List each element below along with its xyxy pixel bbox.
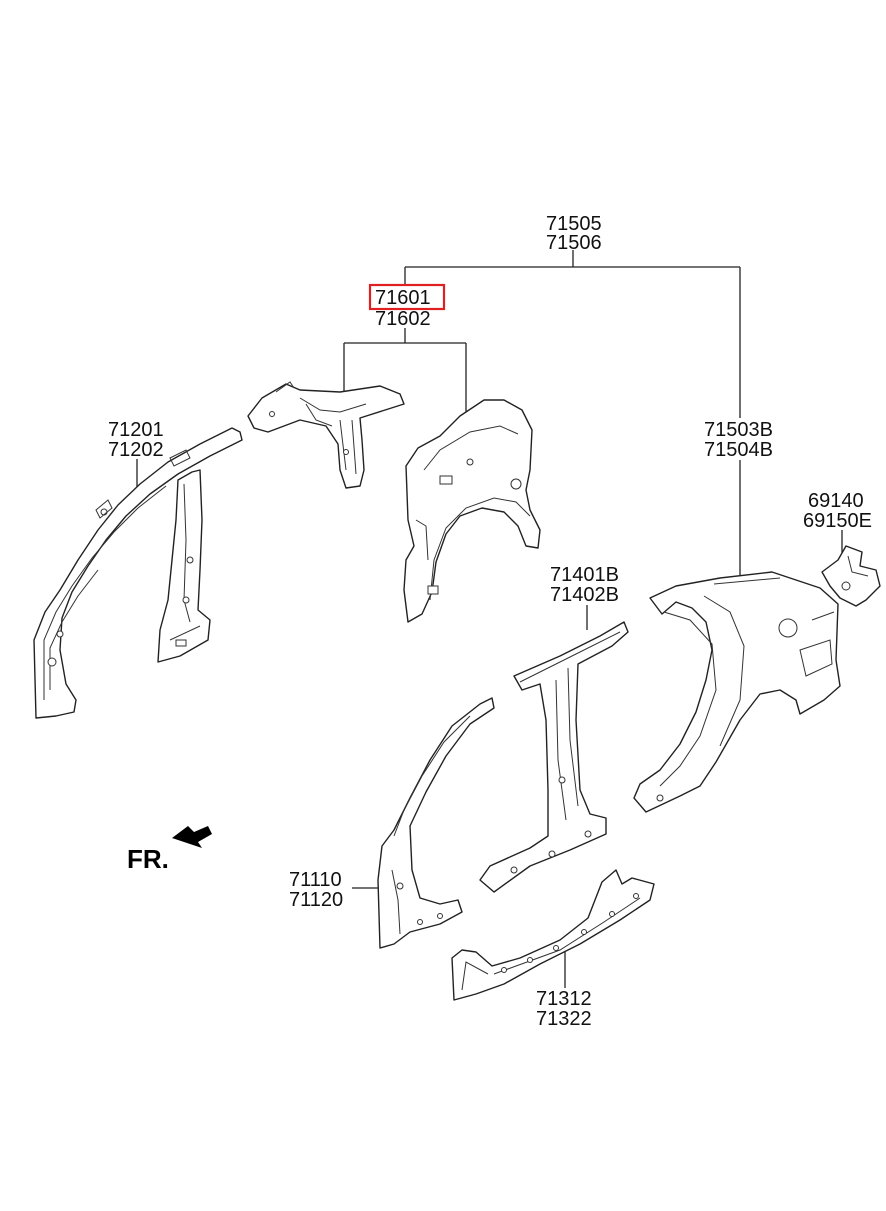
label-71601[interactable]: 71601 <box>375 287 431 309</box>
label-71401b[interactable]: 71401B <box>550 564 619 586</box>
label-71602[interactable]: 71602 <box>375 308 431 330</box>
highlight-box-71601 <box>368 283 446 311</box>
label-71506[interactable]: 71506 <box>546 232 602 254</box>
label-71202[interactable]: 71202 <box>108 439 164 461</box>
front-label: FR. <box>127 844 169 874</box>
part-69140-fuel-filler-bracket[interactable] <box>821 545 881 607</box>
leader-lines <box>136 250 843 988</box>
label-71322[interactable]: 71322 <box>536 1008 592 1030</box>
part-71312-side-sill[interactable] <box>451 869 655 1001</box>
part-71401b-center-pillar[interactable] <box>479 621 629 893</box>
label-71503b[interactable]: 71503B <box>704 419 773 441</box>
label-71312[interactable]: 71312 <box>536 988 592 1010</box>
label-69140[interactable]: 69140 <box>808 490 864 512</box>
part-71110-front-pillar-outer[interactable] <box>377 697 495 949</box>
part-71201-front-pillar-assembly[interactable] <box>33 427 243 719</box>
label-71505[interactable]: 71505 <box>546 213 602 235</box>
part-number-labels: 71505 71506 71601 71602 71201 71202 7150… <box>108 213 872 1030</box>
label-71504b[interactable]: 71504B <box>704 439 773 461</box>
part-71503b-quarter-panel-outer[interactable] <box>633 571 841 813</box>
label-71120[interactable]: 71120 <box>289 889 343 911</box>
label-69150e[interactable]: 69150E <box>803 510 872 532</box>
front-direction-indicator: FR. <box>127 826 212 874</box>
label-71402b[interactable]: 71402B <box>550 584 619 606</box>
label-71201[interactable]: 71201 <box>108 419 164 441</box>
label-71110[interactable]: 71110 <box>289 869 342 891</box>
front-arrow-icon <box>172 826 212 848</box>
part-71602-wheel-house-inner[interactable] <box>403 399 541 623</box>
part-71601-inner-reinforcement-upper[interactable] <box>247 381 405 489</box>
